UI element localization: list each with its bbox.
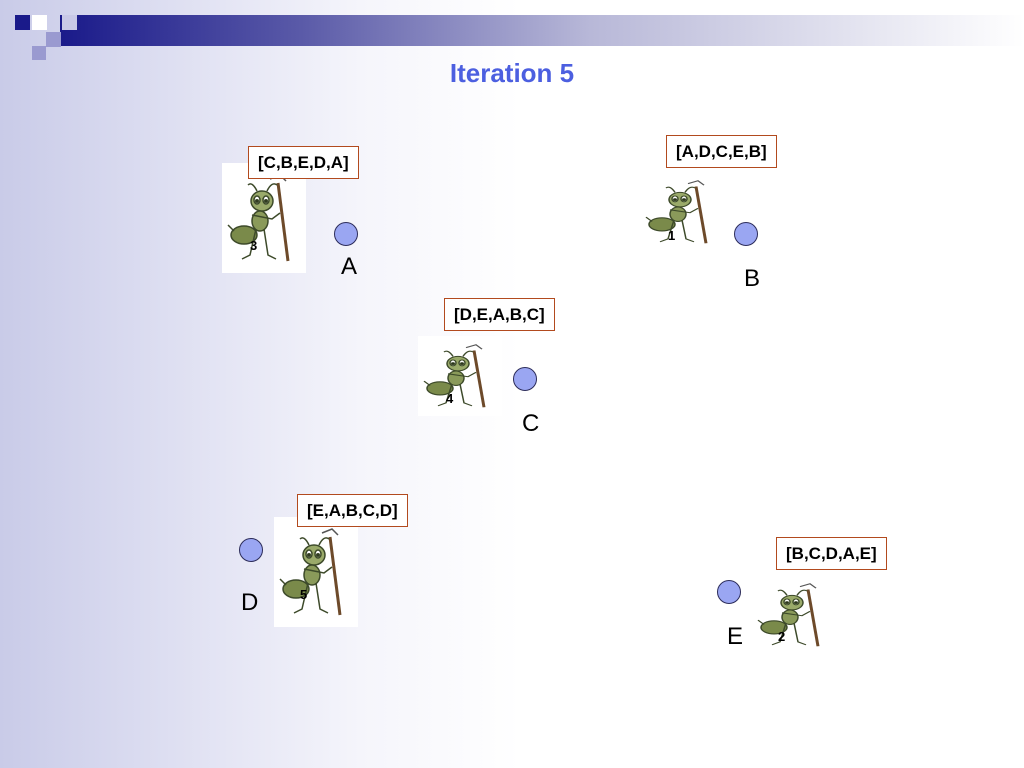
ant-number: 4 [446,391,454,406]
slide-title: Iteration 5 [449,58,575,88]
decor-square-dark [15,15,30,30]
ant-icon [279,528,342,616]
ant-2: 2 [752,575,836,655]
node-e [717,580,741,604]
ant-number: 1 [668,228,676,243]
ant-3: 3 [222,163,306,273]
ant-icon [757,583,820,647]
node-c [513,367,537,391]
header-gradient-bar [60,15,1024,46]
ant-icon [227,174,290,262]
ant-number: 3 [250,238,258,253]
ant-tour-5: [E,A,B,C,D] [297,494,408,527]
ant-1: 1 [640,172,724,252]
ant-tour-3: [C,B,E,D,A] [248,146,359,179]
node-label-c: C [522,410,540,437]
ant-number: 5 [300,587,308,602]
ant-icon [645,180,708,244]
ant-number: 2 [778,629,786,644]
decor-square-mid [32,46,46,60]
ant-tour-4: [D,E,A,B,C] [444,298,555,331]
node-label-e: E [727,623,744,650]
ant-tour-2: [B,C,D,A,E] [776,537,887,570]
ant-4: 4 [418,336,502,416]
node-b [734,222,758,246]
node-label-b: B [744,265,761,292]
ant-icon [423,344,486,408]
node-a [334,222,358,246]
decor-square-mid [46,32,61,47]
node-label-d: D [241,589,259,616]
ant-5: 5 [274,517,358,627]
decor-square-light [32,15,47,30]
ant-tour-1: [A,D,C,E,B] [666,135,777,168]
node-d [239,538,263,562]
decor-square-mid [62,15,77,30]
node-label-a: A [341,253,358,280]
